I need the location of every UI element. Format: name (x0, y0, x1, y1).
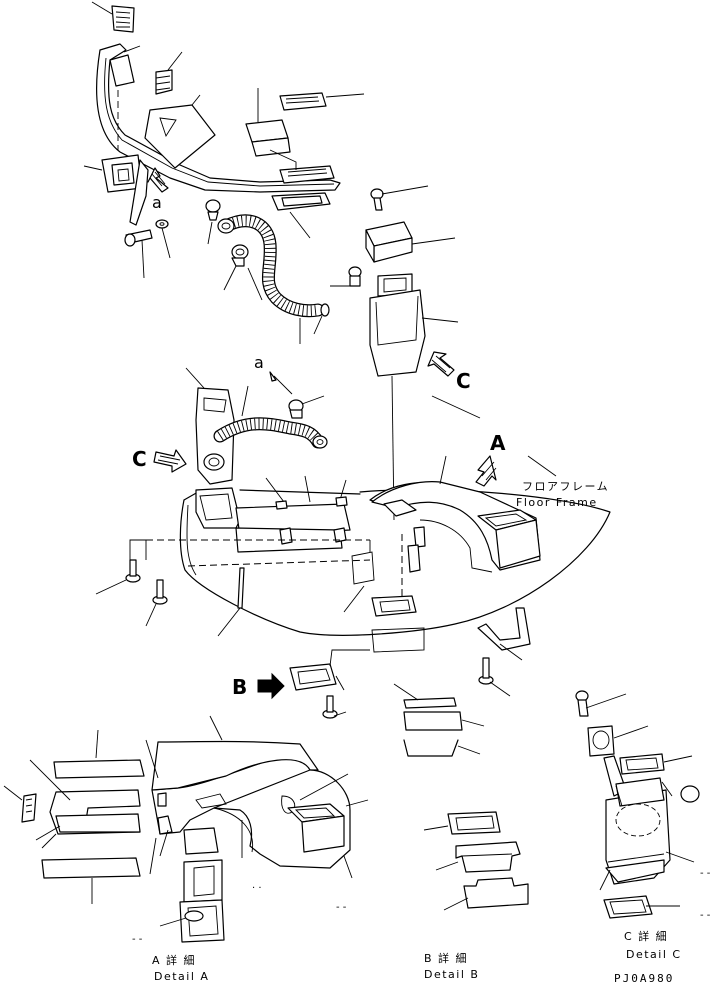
vent-grille-top (91, 1, 135, 33)
detail-b-label-jp: B 詳 細 (424, 951, 468, 965)
detail-c-label-en: Detail C (626, 948, 682, 961)
detail-c: - - - - C 詳 細 Detail C (575, 690, 711, 961)
vent-adapter-upper (245, 88, 291, 157)
screw-upper-left (124, 229, 153, 279)
bolt-floor-1 (95, 559, 141, 595)
detail-c-label-jp: C 詳 細 (624, 929, 668, 943)
view-arrow-a (475, 455, 497, 487)
detail-a-label-en: Detail A (154, 970, 209, 983)
vent-register-lower (271, 192, 331, 239)
bolt-floor-3 (478, 657, 511, 697)
mark-dash-a: - - (132, 934, 143, 945)
label-c-right: C (456, 369, 471, 393)
drawing-code: PJ0A980 (614, 972, 674, 985)
floor-frame-label-jp: フロアフレーム (522, 480, 609, 493)
arrow-small-hatched (147, 167, 169, 193)
vent-louver-small (155, 51, 183, 95)
cover-bracket (365, 221, 456, 263)
label-a-upper: a (152, 193, 162, 212)
detail-a-label-jp: A 詳 細 (152, 953, 196, 967)
hose-clamp (313, 303, 330, 335)
vent-register-upper-right (279, 92, 365, 111)
vent-box-left (83, 154, 149, 226)
bolt-floor-4 (322, 695, 347, 719)
detail-b-parts-upper (393, 683, 485, 757)
mount-bracket-right (477, 607, 531, 661)
detail-b-label-en: Detail B (424, 968, 479, 981)
mark-dash-d: - - (700, 910, 711, 921)
clip-small (155, 219, 171, 259)
label-a-lower: a (254, 353, 264, 372)
detail-b: B 詳 細 Detail B (423, 811, 529, 981)
view-arrow-c-left (153, 449, 187, 473)
label-b-arrow: B (232, 675, 247, 699)
label-a-arrow: A (490, 431, 506, 455)
view-arrow-c-right (427, 351, 455, 377)
bolt-mid-right (330, 266, 362, 287)
grommet-mid (288, 395, 325, 419)
view-arrow-b (257, 672, 285, 700)
register-floor (371, 595, 425, 653)
mark-dash-b: - - (336, 902, 347, 913)
curved-duct-right (369, 455, 541, 573)
duct-box-assembly: C (330, 185, 481, 521)
flexible-hose-upper (217, 214, 325, 344)
label-c-left: C (132, 447, 147, 471)
bolt-floor-2 (145, 579, 168, 627)
main-duct (195, 475, 351, 553)
mark-dot-a: . . (252, 880, 262, 891)
floor-frame-label-en: Floor Frame (516, 496, 598, 509)
duct-box (369, 273, 459, 521)
mark-dash-c: - - (700, 868, 711, 879)
detail-a: - - . . - - A 詳 細 Detail A (3, 715, 369, 983)
upper-duct-assembly: a (83, 1, 365, 344)
register-b (289, 649, 370, 691)
bolt-top-right (370, 185, 429, 211)
grommet (205, 199, 221, 245)
roof-duct (96, 43, 341, 193)
floor-duct-assembly: a C (95, 353, 611, 757)
vent-register-mid (269, 149, 335, 184)
flexible-hose-mid (213, 385, 328, 449)
